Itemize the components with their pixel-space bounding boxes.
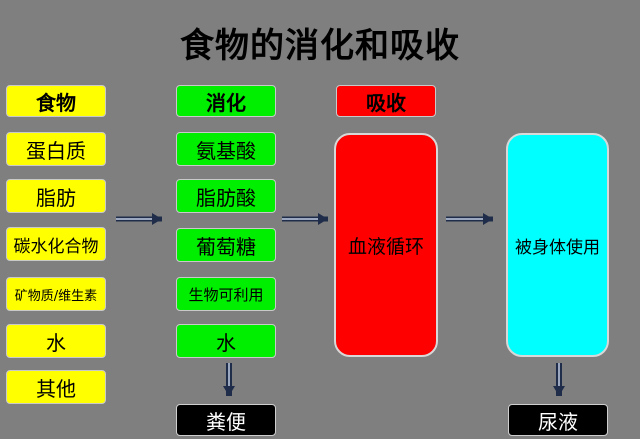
food-item-water: 水 bbox=[6, 324, 106, 358]
food-item-minerals-vitamins: 矿物质/维生素 bbox=[6, 277, 106, 311]
food-item-other: 其他 bbox=[6, 370, 106, 404]
urine-box: 尿液 bbox=[508, 404, 608, 436]
absorption-header: 吸收 bbox=[336, 85, 436, 117]
food-item-fat: 脂肪 bbox=[6, 179, 106, 213]
digestion-item-bioavailable: 生物可利用 bbox=[176, 277, 276, 311]
food-item-protein: 蛋白质 bbox=[6, 132, 106, 166]
food-item-carbohydrate: 碳水化合物 bbox=[6, 227, 106, 261]
feces-box: 粪便 bbox=[176, 404, 276, 436]
digestion-item-fatty-acids: 脂肪酸 bbox=[176, 179, 276, 213]
blood-circulation-box: 血液循环 bbox=[334, 133, 438, 357]
food-header: 食物 bbox=[6, 85, 106, 117]
digestion-item-amino-acids: 氨基酸 bbox=[176, 132, 276, 166]
digestion-item-glucose: 葡萄糖 bbox=[176, 228, 276, 262]
digestion-header: 消化 bbox=[176, 85, 276, 117]
body-use-box: 被身体使用 bbox=[506, 133, 609, 357]
diagram-title: 食物的消化和吸收 bbox=[180, 26, 460, 66]
digestion-item-water: 水 bbox=[176, 324, 276, 358]
